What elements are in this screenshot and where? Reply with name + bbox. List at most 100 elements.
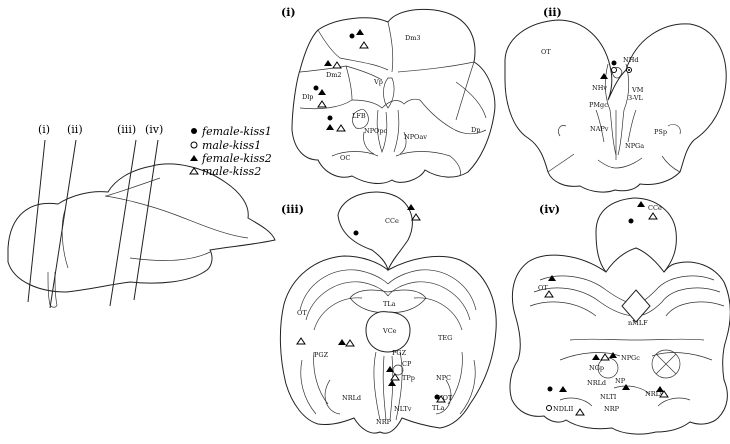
label-NRP: NRP xyxy=(376,418,392,426)
label-LFB: LFB xyxy=(352,112,366,120)
label-NRLv: NRLv xyxy=(645,390,664,398)
marker-male-kiss2 xyxy=(544,290,554,298)
marker-female-kiss1 xyxy=(547,386,553,392)
legend-label-male-kiss2: male-kiss2 xyxy=(202,165,261,178)
label-NRLd: NRLd xyxy=(342,394,361,402)
panel-i: (i) Dm3 Dm2 Vp Dlp LFB Dp NPOpc NPOav xyxy=(281,6,496,184)
label-NRLd: NRLd xyxy=(587,379,606,387)
label-PGZ-left: PGZ xyxy=(314,351,329,359)
marker-female-kiss2 xyxy=(326,124,334,130)
label-Vp: Vp xyxy=(373,78,383,86)
label-NGp: NGp xyxy=(589,364,604,372)
label-OT: OT xyxy=(297,309,307,317)
label-nMLF: nMLF xyxy=(628,319,648,327)
label-NPGc: NPGc xyxy=(621,354,640,362)
label-PMgc: PMgc xyxy=(589,101,608,109)
marker-female-kiss2 xyxy=(559,386,567,392)
panel-iv: (iv) CCe OT nMLF NPGc NGp NRLd NP NLTI xyxy=(509,197,730,435)
marker-male-kiss2 xyxy=(359,41,369,49)
section-label-iv: (iv) xyxy=(145,123,163,136)
marker-male-kiss2 xyxy=(648,212,658,220)
legend-label-male-kiss1: male-kiss1 xyxy=(202,139,261,152)
label-NP: NP xyxy=(615,377,626,385)
marker-female-kiss2 xyxy=(592,354,600,360)
label-CCe: CCe xyxy=(385,217,399,225)
marker-male-kiss2 xyxy=(411,213,421,221)
marker-female-kiss2 xyxy=(388,380,396,386)
marker-female-kiss1 xyxy=(353,230,359,236)
label-OT: OT xyxy=(541,48,551,56)
marker-female-kiss2 xyxy=(622,384,630,390)
marker-female-kiss1 xyxy=(628,69,630,71)
label-VOT: VOT xyxy=(437,394,453,402)
marker-male-kiss2 xyxy=(390,373,400,381)
legend: female-kiss1 male-kiss1 female-kiss2 mal… xyxy=(189,125,272,178)
panel-ii: (ii) OT NHd NHv VM 3-VL PMgc NAPv PSp NP… xyxy=(504,6,727,193)
marker-male-kiss1 xyxy=(611,67,617,73)
marker-female-kiss2 xyxy=(656,386,664,392)
label-NAPv: NAPv xyxy=(590,125,609,133)
section-label-iii: (iii) xyxy=(117,123,136,136)
label-VM: VM xyxy=(631,86,644,94)
label-NLTv: NLTv xyxy=(394,405,412,413)
marker-female-kiss1 xyxy=(349,33,355,39)
label-OT: OT xyxy=(538,284,548,292)
section-line-ii xyxy=(49,139,77,309)
label-NRP: NRP xyxy=(604,405,620,413)
label-OC: OC xyxy=(340,154,350,162)
label-TLa-lower: TLa xyxy=(432,404,445,412)
legend-open-circle-icon xyxy=(190,141,198,149)
label-NPGa: NPGa xyxy=(625,142,644,150)
marker-male-kiss1 xyxy=(546,405,552,411)
section-label-i: (i) xyxy=(38,123,50,136)
label-NPOpc: NPOpc xyxy=(364,127,388,135)
marker-female-kiss1 xyxy=(434,394,440,400)
label-Dp: Dp xyxy=(471,126,480,134)
label-NHd: NHd xyxy=(623,56,639,64)
label-TLa-upper: TLa xyxy=(383,300,396,308)
lateral-brain-view: (i) (ii) (iii) (iv) xyxy=(7,123,276,309)
label-Dlp: Dlp xyxy=(302,93,313,101)
marker-female-kiss2 xyxy=(609,352,617,358)
section-line-iii xyxy=(109,139,137,307)
legend-label-female-kiss2: female-kiss2 xyxy=(201,152,272,165)
marker-male-kiss2 xyxy=(659,390,669,398)
marker-male-kiss2 xyxy=(332,61,342,69)
marker-male-kiss2 xyxy=(345,339,355,347)
marker-female-kiss2 xyxy=(386,366,394,372)
section-line-iv xyxy=(133,139,159,301)
label-PGZ-center: PGZ xyxy=(392,349,407,357)
panel-label-iv: (iv) xyxy=(539,203,560,216)
marker-female-kiss1 xyxy=(628,218,634,224)
marker-male-kiss2 xyxy=(336,124,346,132)
label-NHv: NHv xyxy=(592,84,607,92)
label-CP: CP xyxy=(402,360,412,368)
marker-male-kiss2 xyxy=(575,408,585,416)
marker-female-kiss2 xyxy=(637,201,645,207)
panel-label-i: (i) xyxy=(281,6,296,19)
label-NDLII: NDLII xyxy=(553,405,574,413)
marker-male-kiss2 xyxy=(600,353,610,361)
marker-female-kiss2 xyxy=(600,73,608,79)
section-label-ii: (ii) xyxy=(67,123,83,136)
panel-label-ii: (ii) xyxy=(543,6,562,19)
label-Dm2: Dm2 xyxy=(326,71,342,79)
label-NPOav: NPOav xyxy=(404,133,427,141)
marker-female-kiss2 xyxy=(356,29,364,35)
marker-male-kiss2 xyxy=(296,337,306,345)
legend-filled-triangle-icon xyxy=(190,155,198,161)
marker-female-kiss2 xyxy=(318,89,326,95)
panel-iii: (iii) CCe TLa OT VCe TEG P xyxy=(279,191,497,434)
legend-label-female-kiss1: female-kiss1 xyxy=(201,125,272,138)
label-NPC: NPC xyxy=(436,374,451,382)
label-PSp: PSp xyxy=(654,128,667,136)
marker-female-kiss1 xyxy=(313,85,319,91)
label-NLTI: NLTI xyxy=(600,393,617,401)
legend-filled-circle-icon xyxy=(191,128,197,134)
marker-male-kiss2 xyxy=(317,100,327,108)
marker-female-kiss1 xyxy=(327,115,333,121)
panel-label-iii: (iii) xyxy=(281,203,304,216)
marker-female-kiss1 xyxy=(611,60,617,66)
label-VCe: VCe xyxy=(382,327,397,335)
